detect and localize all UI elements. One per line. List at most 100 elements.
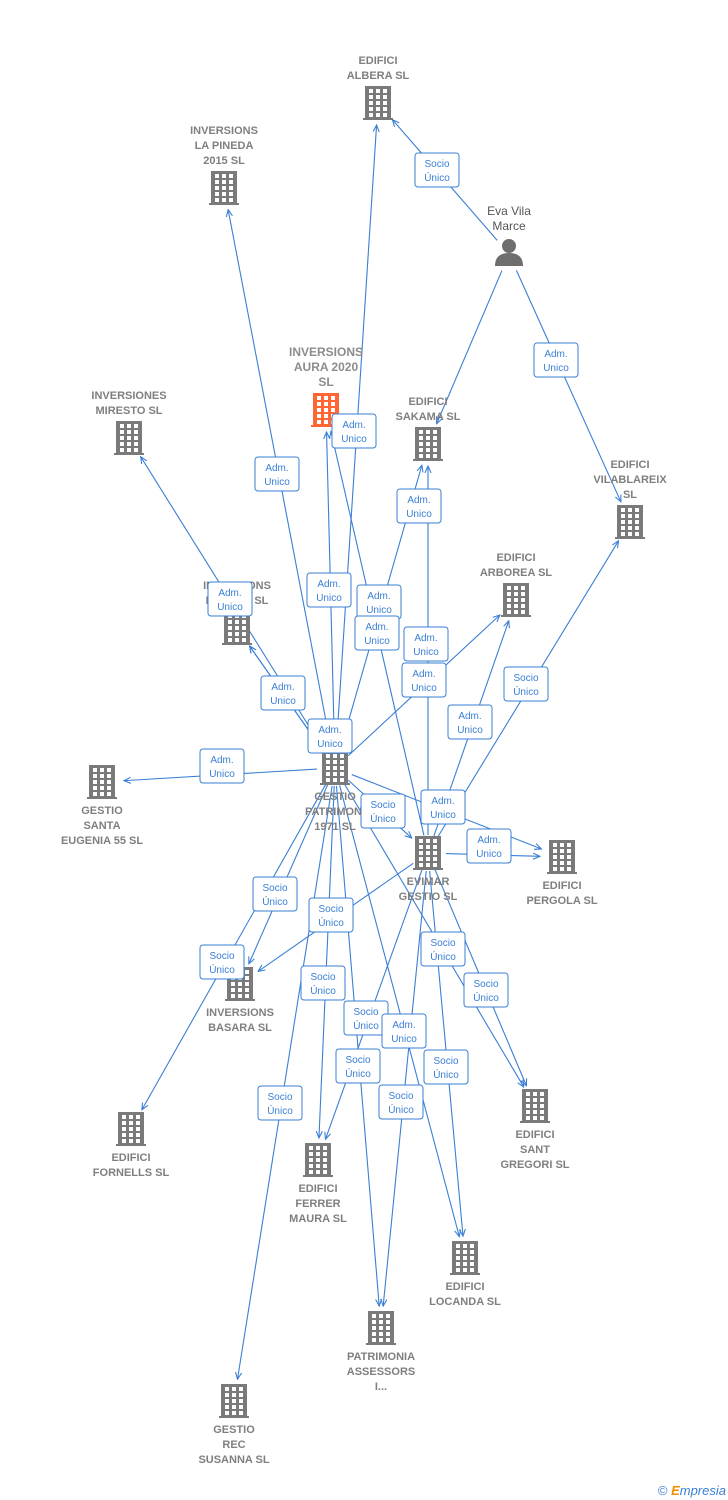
node-label: GESTIO [81, 805, 123, 817]
relation-badge[interactable]: Adm.Unico [354, 615, 400, 651]
node-label: INVERSIONES [91, 390, 166, 402]
relation-badge-text: Unico [457, 725, 483, 736]
node-label: EDIFICI [610, 459, 649, 471]
node-label: ALBERA SL [347, 70, 410, 82]
relation-badge[interactable]: Adm.Unico [331, 413, 377, 449]
node-label: PATRIMONI [305, 806, 365, 818]
relation-badge-text: Adm. [407, 495, 430, 506]
relation-badge-text: Adm. [412, 669, 435, 680]
relation-badge-text: Socio [433, 1056, 458, 1067]
relation-badge-text: Unico [430, 810, 456, 821]
relation-badge-text: Adm. [392, 1020, 415, 1031]
relation-badge-text: Único [209, 963, 235, 976]
relation-badge[interactable]: Adm.Unico [401, 662, 447, 698]
relation-badge-text: Unico [406, 509, 432, 520]
relation-badge-text: Adm. [271, 682, 294, 693]
node-label: REC [222, 1439, 245, 1451]
relation-badge[interactable]: Adm.Unico [533, 342, 579, 378]
node-label: GESTIO [213, 1424, 255, 1436]
node-label: SUSANNA SL [198, 1454, 269, 1466]
relation-badge[interactable]: Adm.Unico [356, 584, 402, 620]
copyright-icon: © [657, 1483, 668, 1498]
node-label: EDIFICI [298, 1183, 337, 1195]
building-icon [363, 86, 393, 120]
relation-badge[interactable]: Adm.Unico [306, 572, 352, 608]
building-icon [547, 840, 577, 874]
relation-badge-text: Único [513, 685, 539, 698]
relation-badge-text: Socio [430, 938, 455, 949]
relation-badge[interactable]: Adm.Unico [447, 704, 493, 740]
relation-badge-text: Unico [413, 647, 439, 658]
node-label: LA PINEDA [195, 140, 254, 152]
relation-badge-text: Adm. [544, 349, 567, 360]
node-susanna[interactable]: GESTIO REC SUSANNA SL [198, 1384, 270, 1466]
edge-gestio1971-patrimonia [335, 785, 379, 1306]
edges-layer [124, 120, 621, 1380]
relation-badge-text: Unico [270, 696, 296, 707]
relation-badge[interactable]: Adm. Unico [260, 675, 306, 711]
relation-badge[interactable]: Adm.Unico [307, 718, 353, 754]
node-label: INVERSIONS [289, 345, 363, 359]
relation-badge[interactable]: Adm.Unico [381, 1013, 427, 1049]
relation-badge-text: Único [345, 1067, 371, 1080]
relation-badge-text: Único [310, 984, 336, 997]
footer-brand[interactable]: © Empresia [658, 1483, 726, 1498]
relation-badge[interactable]: Adm.Unico [420, 789, 466, 825]
node-label: MAURA SL [289, 1213, 347, 1225]
relation-badge[interactable]: Adm.Unico [199, 748, 245, 784]
relation-badge[interactable]: Adm.Unico [403, 626, 449, 662]
relation-badge[interactable]: Adm.Unico [466, 828, 512, 864]
relation-badge[interactable]: Adm. Unico [207, 581, 253, 617]
relation-badge-text: Socio [388, 1091, 413, 1102]
relation-badge-text: Único [262, 895, 288, 908]
node-label: SANTA [83, 820, 120, 832]
node-label: SL [318, 375, 333, 389]
relation-badge-text: Adm. [367, 591, 390, 602]
node-label: FORNELLS SL [93, 1167, 170, 1179]
relation-badge-text: Adm. [218, 588, 241, 599]
building-icon [450, 1241, 480, 1275]
node-label: I... [375, 1381, 387, 1393]
relation-badge-text: Único [388, 1103, 414, 1116]
node-patrimonia[interactable]: PATRIMONIAASSESSORSI... [347, 1311, 415, 1393]
relation-badge-text: Unico [217, 602, 243, 613]
relation-badge[interactable]: Adm.Unico [254, 456, 300, 492]
relation-badge-text: Único [370, 812, 396, 825]
relation-badge-text: Único [353, 1019, 379, 1032]
relation-badge[interactable]: Adm. Unico [396, 488, 442, 524]
relation-badge-text: Socio [513, 673, 538, 684]
relation-badge-text: Adm. [365, 622, 388, 633]
building-icon [413, 836, 443, 870]
